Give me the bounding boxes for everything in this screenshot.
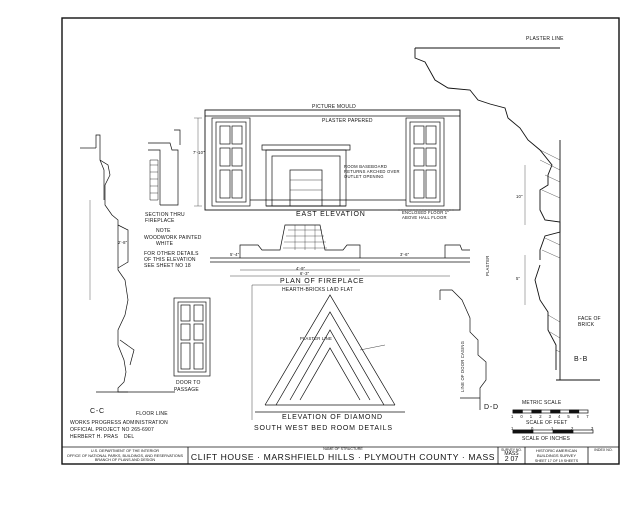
inches-scale-label: SCALE OF INCHES (522, 436, 571, 442)
other-details-1: FOR OTHER DETAILS (144, 251, 199, 257)
habs-label: HISTORIC AMERICAN BUILDINGS SURVEY SHEET… (525, 448, 588, 463)
section-cc-title: C-C (90, 408, 105, 415)
dim-2: 2'-8" (118, 240, 128, 245)
dim-4: 6'-3" (300, 271, 310, 276)
survey-state: MASS (504, 451, 519, 457)
feet-scale-bar (512, 429, 594, 434)
wpa-line-2: OFFICIAL PROJECT NO 265-6907 (70, 427, 154, 433)
plaster-line-label: PLASTER LINE (526, 36, 564, 42)
metric-tick: 3 (548, 414, 552, 419)
other-details-2: OF THIS ELEVATION (144, 257, 196, 263)
survey-number: 2 07 (504, 456, 519, 463)
face-of-brick-1: FACE OF (578, 316, 601, 322)
metric-tick: 1 (511, 414, 514, 419)
elevation-of-diamond (251, 284, 405, 420)
feet-tick: 3 (591, 426, 594, 431)
metric-tick: 6 (576, 414, 580, 419)
baseboard-note: ROOM BASEBOARD RETURNS ARCHED OVER OUTLE… (344, 164, 400, 179)
feet-tick: 1 (511, 426, 514, 431)
section-dd-title: D-D (484, 404, 499, 411)
door-casing-label: LINE OF DOOR CASING (460, 340, 465, 392)
note-line-2: WHITE (156, 241, 174, 247)
metric-tick: 0 (520, 414, 523, 419)
section-dd-profile (439, 289, 487, 410)
picture-mould-label: PICTURE MOULD (312, 104, 356, 110)
moulding-section-bb (414, 47, 600, 381)
feet-tick: 0 (531, 426, 534, 431)
hearth-note: HEARTH-BRICKS LAID FLAT (282, 287, 354, 293)
sheet-of-sheets: SHEET 17 OF 19 SHEETS (534, 458, 579, 463)
structure-caption: NAME OF STRUCTURE (323, 447, 363, 451)
structure-name: CLIFT HOUSE · MARSHFIELD HILLS · PLYMOUT… (190, 452, 496, 462)
dim-7: 10" (516, 194, 523, 199)
south-west-bedroom-title: SOUTH WEST BED ROOM DETAILS (254, 425, 393, 432)
section-cc-profile (80, 134, 175, 393)
section-thru-fireplace (148, 129, 181, 206)
sheet-border (61, 17, 620, 465)
diamond-plaster-line: PLASTER LINE (300, 336, 332, 341)
metric-tick: 4 (558, 414, 561, 419)
metric-scale-label: METRIC SCALE (522, 400, 562, 406)
dimension-lines (89, 117, 526, 305)
metric-tick: 7 (586, 414, 589, 419)
dim-6: 3'-6" (400, 252, 410, 257)
section-bb-title: B-B (574, 356, 589, 363)
section-thru-fireplace-label: SECTION THRU FIREPLACE (145, 212, 185, 224)
face-of-brick-2: BRICK (578, 322, 595, 328)
survey-caption: SURVEY NO. (501, 448, 522, 452)
dim-1: 7'-10" (193, 150, 205, 155)
elevation-of-diamond-title: ELEVATION OF DIAMOND (282, 414, 383, 421)
door-passage-1: DOOR TO (176, 380, 201, 386)
door-to-passage (173, 297, 211, 377)
plan-of-fireplace (210, 224, 470, 277)
title-block-lines (62, 446, 619, 464)
dim-3: 4'-9" (296, 266, 306, 271)
east-elevation (204, 109, 461, 211)
agency-line-1: U.S. DEPARTMENT OF THE INTERIOR (90, 449, 160, 453)
plaster-papered-label: PLASTER PAPERED (322, 118, 373, 124)
plan-of-fireplace-title: PLAN OF FIREPLACE (280, 278, 365, 285)
moulding-hatch (539, 149, 561, 353)
feet-scale-label: SCALE OF FEET (526, 420, 568, 426)
floor-line-label: FLOOR LINE (136, 411, 168, 417)
metric-tick: 5 (567, 414, 570, 419)
plaster-vertical-label: PLASTER (485, 255, 490, 276)
metric-scale-bar (512, 409, 589, 414)
door-passage-2: PASSAGE (174, 387, 199, 393)
del-label: DEL (124, 434, 135, 440)
metric-tick: 2 (539, 414, 542, 419)
habs-line-1: HISTORIC AMERICAN (535, 448, 578, 453)
habs-line-2: BUILDINGS SURVEY (536, 452, 577, 458)
feet-tick: 1 (551, 426, 554, 431)
index-caption: INDEX NO. (594, 448, 613, 452)
wpa-line-1: WORKS PROGRESS ADMINISTRATION (70, 420, 168, 426)
title-block-agency: U.S. DEPARTMENT OF THE INTERIOR OFFICE O… (64, 449, 186, 463)
enclosed-floor-note: ENCLOSED FLOOR 1" ABOVE HALL FLOOR (402, 210, 450, 220)
note-title: NOTE (156, 228, 171, 234)
agency-line-3: BRANCH OF PLANS AND DESIGN (94, 458, 156, 463)
dim-8: 5" (516, 276, 521, 281)
other-details-3: SEE SHEET NO 18 (144, 263, 191, 269)
dim-5: 5'-4" (230, 252, 240, 257)
drawn-by: HERBERT H. PRAS (70, 434, 119, 440)
metric-tick: 1 (529, 414, 533, 419)
note-line-1: WOODWORK PAINTED (144, 235, 202, 241)
feet-tick: 2 (571, 426, 574, 431)
agency-line-2: OFFICE OF NATIONAL PARKS, BUILDINGS, AND… (66, 453, 184, 458)
east-elevation-title: EAST ELEVATION (296, 211, 366, 218)
